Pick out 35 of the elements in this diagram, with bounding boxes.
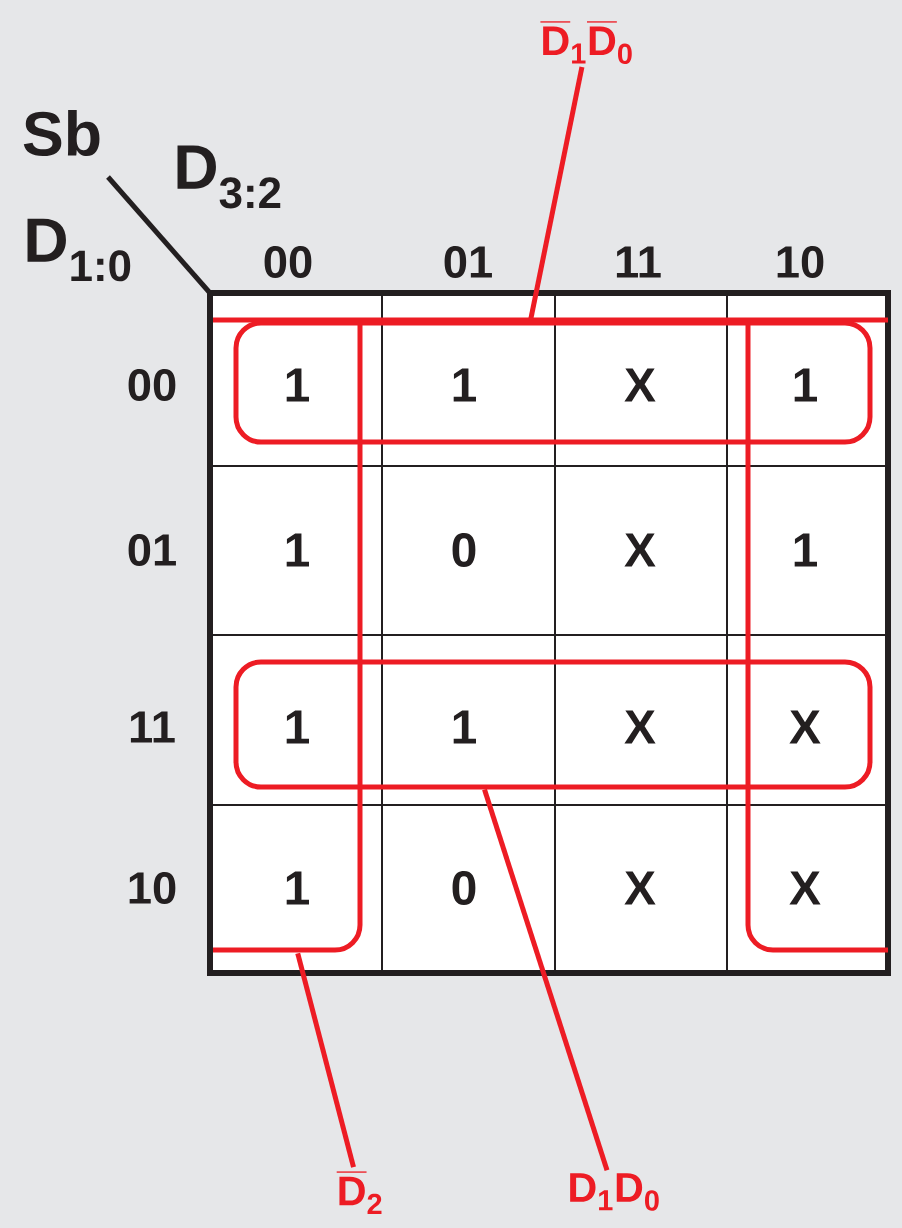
leader-line xyxy=(528,66,585,321)
row-header: 11 xyxy=(130,711,175,743)
cell-value: X xyxy=(624,871,656,905)
cell-value: X xyxy=(789,710,821,744)
variable-label: D$_{3:2}$ xyxy=(177,145,281,209)
group-loop xyxy=(233,659,873,790)
term-label: $\textbf{D}_{\textbf{1}}\textbf{D}_{\textbf{0}}$ xyxy=(570,1173,659,1211)
cell-value: 1 xyxy=(286,368,309,402)
group-loop xyxy=(233,320,873,445)
leader-line xyxy=(482,788,610,1172)
cell-value: 0 xyxy=(452,871,476,905)
term-label: $\overline{\textbf{D}}_{\textbf{1}}\overline{\textbf{D}}_{\textbf{0}}$ xyxy=(540,21,632,65)
cell-value: 1 xyxy=(794,368,817,402)
function-name: Sb xyxy=(23,110,100,156)
column-header: 11 xyxy=(616,246,661,278)
cell-value: 1 xyxy=(453,710,476,744)
term-label: $\overline{\textbf{D}}_{\textbf{2}}$ xyxy=(336,1172,382,1214)
leader-line xyxy=(295,952,356,1168)
row-header: 10 xyxy=(129,871,176,905)
cell-value: X xyxy=(624,368,656,402)
cell-value: 0 xyxy=(452,533,476,567)
variable-label: D$_{1:0}$ xyxy=(27,218,131,282)
column-header: 01 xyxy=(444,245,492,279)
cell-value: X xyxy=(624,533,656,567)
cell-value: X xyxy=(624,710,656,744)
row-header: 01 xyxy=(128,533,176,567)
cell-value: 1 xyxy=(453,368,476,402)
cell-value: 1 xyxy=(286,533,309,567)
row-header: 00 xyxy=(128,368,176,402)
cell-value: 1 xyxy=(286,871,309,905)
column-header: 10 xyxy=(777,245,824,279)
cell-value: 1 xyxy=(794,533,817,567)
cell-value: 1 xyxy=(286,710,309,744)
cell-value: X xyxy=(789,871,821,905)
column-header: 00 xyxy=(264,245,312,279)
